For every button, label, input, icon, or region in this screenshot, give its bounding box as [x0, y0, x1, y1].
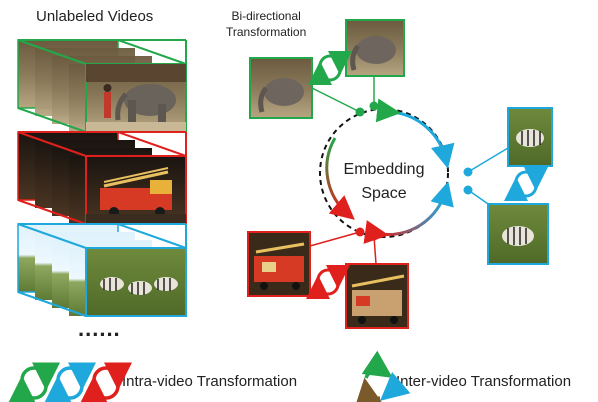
unlabeled-videos-title: Unlabeled Videos [36, 8, 154, 25]
legend-cycle-red-icon [80, 362, 132, 402]
thumbnail-elephant-2 [345, 19, 405, 77]
video-stack-firetruck [17, 131, 187, 225]
legend-cycle-blue-icon [44, 362, 96, 402]
video-stack-elephant [17, 39, 187, 133]
more-videos-ellipsis: ...... [78, 316, 121, 341]
legend-inter-label: Inter-video Transformation [396, 373, 572, 390]
cycle-icon-green [308, 50, 352, 86]
legend-cycle-green-icon [8, 362, 60, 402]
thumbnail-firetruck-1 [247, 231, 311, 297]
zebra-herd-figure [100, 277, 178, 295]
thumbnail-zebra-1 [507, 107, 553, 167]
bidirectional-label-line2: Transformation [226, 25, 307, 39]
bidirectional-label: Bi-directional Transformation [226, 8, 306, 40]
elephant-stack-frames [17, 39, 187, 133]
legend-cycle-mixed-icon [354, 350, 411, 402]
thumbnail-zebra-2 [487, 203, 549, 265]
arc-red-to-blue [363, 181, 454, 244]
arc-green-to-red [325, 137, 355, 220]
handler-figure [104, 92, 111, 118]
fire-truck-figure [100, 167, 172, 217]
cycle-icon-red [306, 264, 350, 300]
video-stack-zebras [17, 223, 187, 317]
legend-intra-label: Intra-video Transformation [122, 373, 298, 390]
thumbnail-elephant-1 [249, 57, 313, 119]
cycle-icon-blue [504, 166, 548, 202]
bidirectional-label-line1: Bi-directional [231, 9, 301, 23]
thumbnail-firetruck-2 [345, 263, 409, 329]
arc-green-to-blue [375, 98, 455, 169]
